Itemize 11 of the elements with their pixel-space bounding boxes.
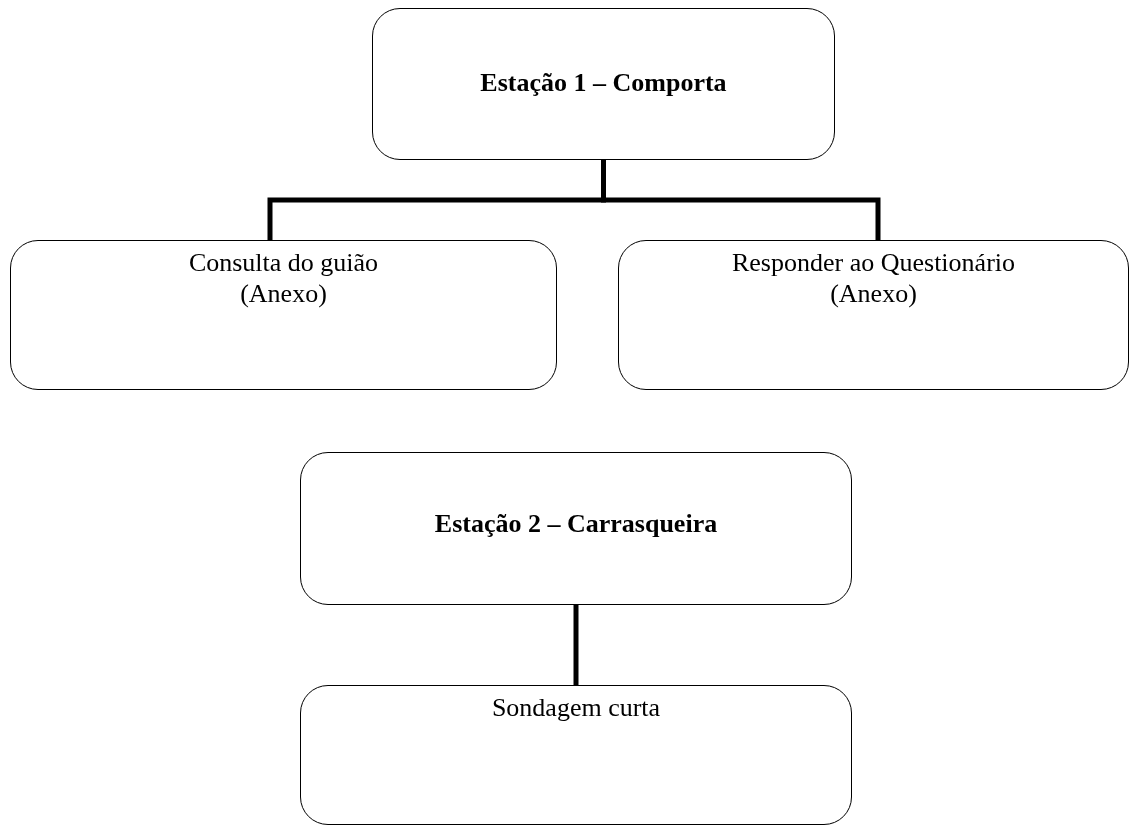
heading-text: Estação 2 – Carrasqueira [434, 508, 718, 540]
rounded-box [618, 240, 1129, 390]
heading-text: Estação 1 – Comporta [480, 67, 727, 99]
node-text: Consulta do guião (Anexo) [187, 247, 380, 310]
connector-line [573, 605, 579, 685]
rounded-box [372, 8, 835, 160]
node-text: Sondagem curta [491, 692, 661, 724]
node-text: Responder ao Questionário (Anexo) [730, 247, 1016, 310]
rounded-box [300, 452, 852, 605]
rounded-box [300, 685, 852, 825]
rounded-box [10, 240, 557, 390]
